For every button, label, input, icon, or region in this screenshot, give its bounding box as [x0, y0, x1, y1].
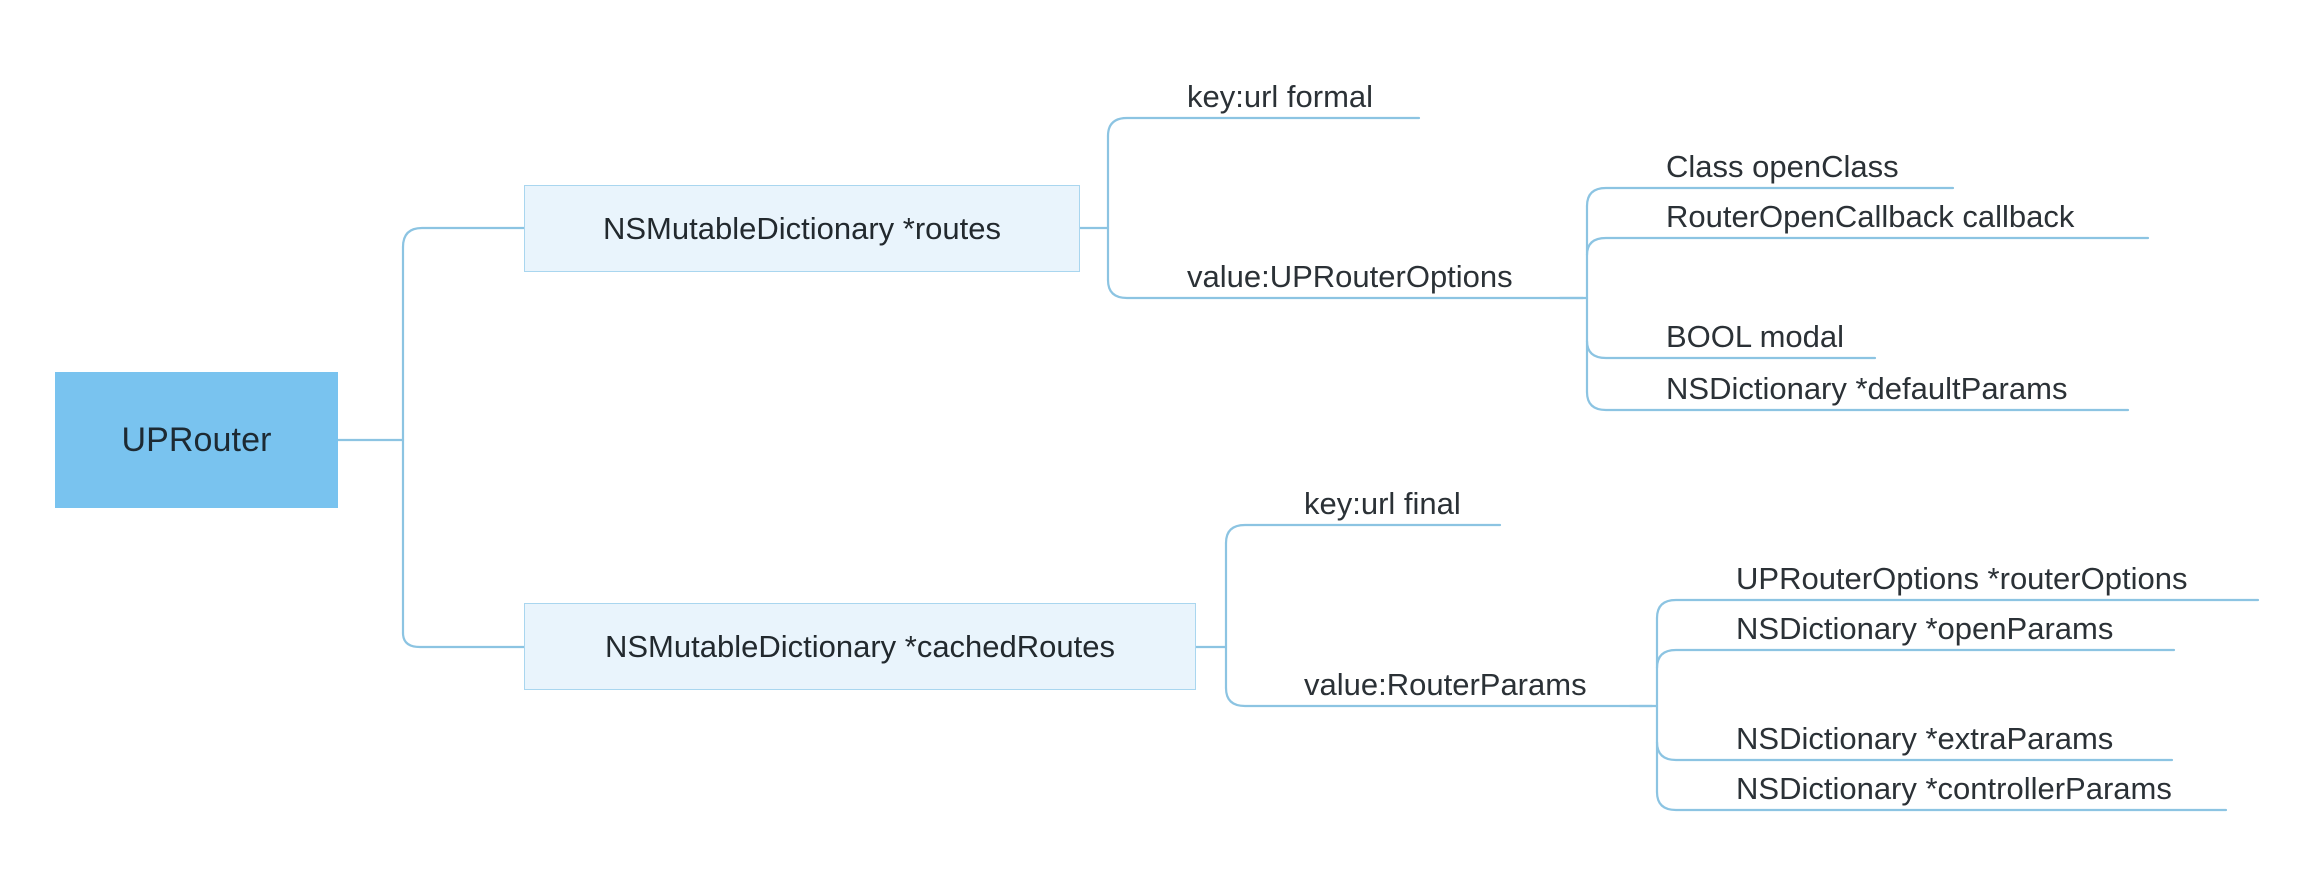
node-nsdictionary-defaultparams-label: NSDictionary *defaultParams — [1666, 371, 2068, 407]
node-value-routerparams-label: value:RouterParams — [1304, 667, 1587, 703]
branch-node-routes[interactable]: NSMutableDictionary *routes — [524, 185, 1080, 272]
node-uprouteroptions-routeroptions-label: UPRouterOptions *routerOptions — [1736, 561, 2188, 597]
node-nsdictionary-extraparams-label: NSDictionary *extraParams — [1736, 721, 2114, 757]
branch-node-routes-label: NSMutableDictionary *routes — [602, 210, 1001, 246]
node-nsdictionary-openparams-label: NSDictionary *openParams — [1736, 611, 2114, 647]
node-value-routerparams[interactable]: value:RouterParams — [1290, 644, 1652, 706]
node-uprouteroptions-routeroptions[interactable]: UPRouterOptions *routerOptions — [1722, 538, 2258, 600]
node-key-url-final[interactable]: key:url final — [1290, 463, 1530, 525]
edge-cachedroutes-to-keyurlfinal — [1224, 523, 1502, 545]
node-nsdictionary-defaultparams[interactable]: NSDictionary *defaultParams — [1652, 348, 2128, 410]
node-routeropencallback-callback[interactable]: RouterOpenCallback callback — [1652, 176, 2148, 238]
edge-root-to-routes — [401, 226, 526, 249]
branch-node-cached-routes[interactable]: NSMutableDictionary *cachedRoutes — [524, 603, 1196, 690]
node-class-openclass[interactable]: Class openClass — [1652, 126, 1952, 188]
edge-root-to-cachedroutes — [401, 631, 526, 649]
node-nsdictionary-extraparams[interactable]: NSDictionary *extraParams — [1722, 698, 2172, 760]
node-bool-modal[interactable]: BOOL modal — [1652, 296, 1874, 358]
node-value-uprouteroptions-label: value:UPRouterOptions — [1187, 259, 1513, 295]
node-routeropencallback-callback-label: RouterOpenCallback callback — [1666, 199, 2075, 235]
node-key-url-final-label: key:url final — [1304, 486, 1461, 522]
edge-routes-to-keyurlformal — [1106, 116, 1421, 138]
node-key-url-formal-label: key:url formal — [1187, 79, 1374, 115]
root-node-label: UPRouter — [121, 420, 272, 459]
node-nsdictionary-controllerparams[interactable]: NSDictionary *controllerParams — [1722, 748, 2226, 810]
edge-params-leaf-2 — [1655, 648, 2176, 670]
edge-options-leaf-2 — [1585, 236, 2150, 257]
node-key-url-formal[interactable]: key:url formal — [1173, 56, 1453, 118]
node-value-uprouteroptions[interactable]: value:UPRouterOptions — [1173, 236, 1583, 298]
node-nsdictionary-controllerparams-label: NSDictionary *controllerParams — [1736, 771, 2172, 807]
node-nsdictionary-openparams[interactable]: NSDictionary *openParams — [1722, 588, 2174, 650]
branch-node-cached-routes-label: NSMutableDictionary *cachedRoutes — [604, 628, 1116, 664]
node-class-openclass-label: Class openClass — [1666, 149, 1899, 185]
node-bool-modal-label: BOOL modal — [1666, 319, 1845, 355]
root-node[interactable]: UPRouter — [55, 372, 338, 508]
